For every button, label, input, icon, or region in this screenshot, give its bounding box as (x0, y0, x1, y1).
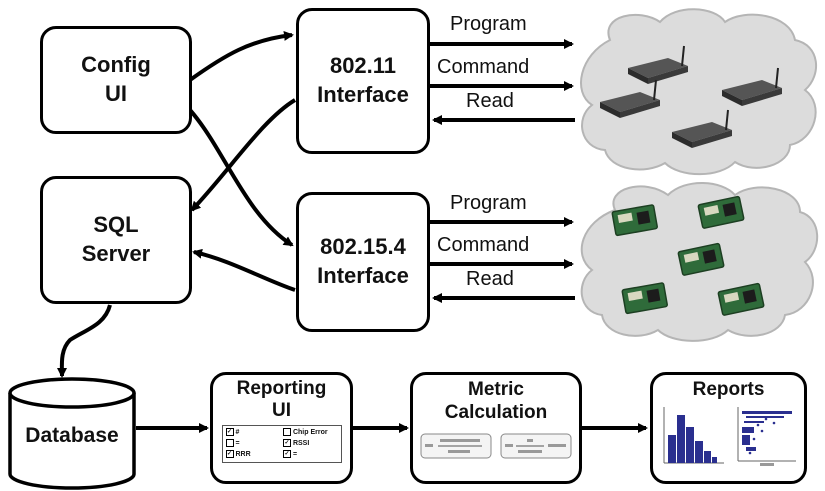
wifi-program-label: Program (450, 13, 527, 35)
zigbee-interface-title-line1: 802.15.4 (320, 234, 406, 260)
database-cylinder (8, 377, 136, 490)
zigbee-interface-box: 802.15.4 Interface (296, 192, 430, 332)
wireless-router-icon (600, 79, 660, 118)
checklist-item[interactable]: ✓ = (283, 449, 338, 460)
sensor-node-icon (717, 282, 765, 316)
sql-server-title-line1: SQL (93, 212, 139, 238)
report-thumbnails (660, 405, 798, 469)
checklist-item[interactable]: Chip Error (283, 427, 338, 438)
wifi-device-cloud (580, 8, 818, 176)
reporting-ui-box: Reporting UI ✓ # Chip Error = ✓ RSSI ✓ R… (210, 372, 353, 484)
histogram-thumbnail-icon (663, 407, 724, 464)
wifi-interface-title-line1: 802.11 (329, 53, 397, 79)
checklist-item-label: = (235, 439, 240, 447)
sensor-node-icon (697, 195, 745, 229)
checklist-item-label: RRR (235, 450, 251, 458)
arrow-config-to-802154 (188, 108, 294, 247)
sensor-node-icon (621, 282, 668, 315)
wifi-read-label: Read (466, 90, 514, 112)
reporting-ui-title-line2: UI (272, 399, 291, 421)
checklist-item-label: = (292, 450, 298, 458)
reporting-ui-title-line1: Reporting (236, 378, 327, 399)
wireless-router-icon (722, 67, 782, 106)
metric-checklist: ✓ # Chip Error = ✓ RSSI ✓ RRR ✓ = (221, 424, 342, 463)
sql-server-box: SQL Server (40, 176, 192, 304)
checkbox-empty-icon (283, 427, 291, 436)
checkbox-checked-icon: ✓ (225, 427, 234, 436)
zigbee-read-label: Read (466, 268, 514, 290)
wireless-router-icon (628, 45, 688, 84)
database-label: Database (25, 424, 119, 447)
sensor-node-icon (611, 204, 658, 237)
formula-image-icon (500, 433, 572, 459)
zigbee-command-label: Command (437, 234, 530, 256)
wifi-command-label: Command (437, 56, 530, 78)
formula-images (420, 433, 572, 459)
metric-calculation-title-line2: Calculation (444, 401, 548, 423)
config-ui-box: Config UI (40, 26, 192, 134)
formula-image-icon (420, 433, 492, 459)
wireless-router-icon (672, 109, 732, 148)
checklist-item[interactable]: ✓ RRR (225, 449, 281, 460)
arrow-80211-to-sql (190, 98, 297, 212)
zigbee-interface-title-line2: Interface (317, 263, 409, 288)
checklist-item-label: # (235, 428, 240, 436)
sensor-device-cloud (580, 182, 819, 342)
zigbee-program-label: Program (450, 192, 527, 214)
checklist-item[interactable]: ✓ # (225, 427, 281, 438)
checklist-item-label: RSSI (292, 439, 310, 447)
config-ui-title-line1: Config (81, 52, 151, 78)
checkbox-checked-icon: ✓ (283, 438, 291, 447)
reports-box: Reports (650, 372, 807, 484)
checklist-item[interactable]: = (225, 438, 281, 449)
scatter-thumbnail-icon (737, 407, 796, 466)
arrow-802154-to-sql (192, 248, 296, 292)
metric-calculation-title-line1: Metric (468, 379, 524, 400)
checklist-item-label: Chip Error (292, 428, 328, 436)
arrow-sql-to-database (56, 304, 112, 378)
checkbox-empty-icon (225, 438, 234, 447)
wifi-interface-title-line2: Interface (317, 82, 409, 107)
config-ui-title-line2: UI (105, 81, 127, 106)
sql-server-title-line2: Server (81, 241, 151, 266)
checklist-item[interactable]: ✓ RSSI (283, 438, 338, 449)
sensor-node-icon (677, 242, 725, 276)
checkbox-checked-icon: ✓ (283, 449, 291, 458)
metric-calculation-box: Metric Calculation (410, 372, 582, 484)
reports-title: Reports (692, 379, 765, 400)
checkbox-checked-icon: ✓ (225, 449, 234, 458)
wifi-interface-box: 802.11 Interface (296, 8, 430, 154)
arrow-config-to-80211 (188, 30, 294, 82)
